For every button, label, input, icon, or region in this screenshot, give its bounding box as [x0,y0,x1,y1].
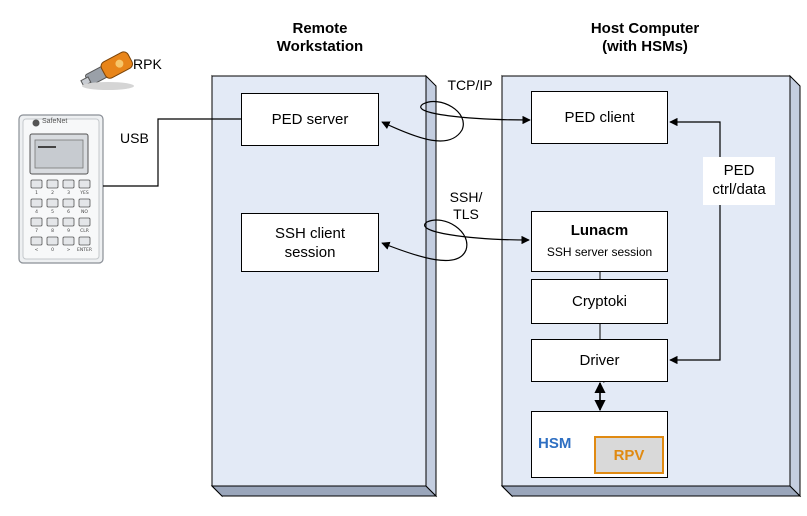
ssh-client-session-box: SSH client session [241,213,379,272]
ped-key-4 [30,198,43,208]
ped-key-yes [78,179,91,189]
ped-ctrl-data-line [669,117,721,365]
rpv-box: RPV [594,436,664,474]
cryptoki-box: Cryptoki [531,279,668,324]
ped-key-enter [78,236,91,246]
rpk-shadow [82,82,134,90]
remote-workstation-heading: Remote Workstation [276,20,364,55]
ped-key-label: 1 [35,190,38,196]
ped-key-7 [30,217,43,227]
rpk-usb-key-icon [80,51,133,87]
tcpip-link [381,100,531,142]
ped-key-label: 7 [35,228,38,234]
ped-key-8 [46,217,59,227]
ped-key-< [30,236,43,246]
ped-key-> [62,236,75,246]
host-computer-heading: Host Computer (with HSMs) [590,20,700,55]
ped-key-label: > [67,247,71,253]
ped-key-label: ENTER [77,247,92,253]
lunacm-box: Lunacm SSH server session [531,211,668,272]
ped-key-0 [46,236,59,246]
ssh-tls-link [381,219,530,262]
ped-key-9 [62,217,75,227]
ped-ctrl-data-label: PED ctrl/data [703,157,775,205]
ped-key-label: 9 [67,228,70,234]
ped-key-label: 5 [51,209,54,215]
ped-key-no [78,198,91,208]
ped-key-label: CLR [80,228,89,234]
ped-key-6 [62,198,75,208]
ped-key-clr [78,217,91,227]
usb-connection-line [103,118,241,187]
usb-label: USB [120,130,149,146]
ped-keypad: 1 2 3 YES 4 5 6 NO 7 8 9 CLR <0 > ENTER [30,179,92,253]
ped-device-icon: 1 2 3 YES 4 5 6 NO 7 8 9 CLR <0 > ENTER [18,114,104,264]
ped-key-label: 4 [35,209,38,215]
driver-box: Driver [531,339,668,382]
ped-key-label: NO [81,209,88,215]
ped-key-label: YES [79,190,89,196]
ped-server-box: PED server [241,93,379,146]
ssh-tls-label: SSH/ TLS [449,189,483,222]
ped-key-1 [30,179,43,189]
ped-key-label: 8 [51,228,54,234]
tcpip-label: TCP/IP [447,77,493,93]
ped-key-label: 3 [67,190,70,196]
hsm-label: HSM [538,435,572,452]
ssh-server-session-label: SSH server session [546,245,653,259]
ped-key-label: 0 [51,247,54,253]
rpk-label: RPK [133,56,162,72]
hsm-box: HSM RPV [531,411,668,478]
ped-client-box: PED client [531,91,668,144]
ped-key-label: < [35,247,39,253]
ped-key-label: 6 [67,209,70,215]
ped-key-5 [46,198,59,208]
lunacm-label: Lunacm [570,222,629,239]
ped-key-3 [62,179,75,189]
ped-key-label: 2 [51,190,54,196]
ped-key-2 [46,179,59,189]
ped-brand-label: SafeNet [42,118,68,125]
